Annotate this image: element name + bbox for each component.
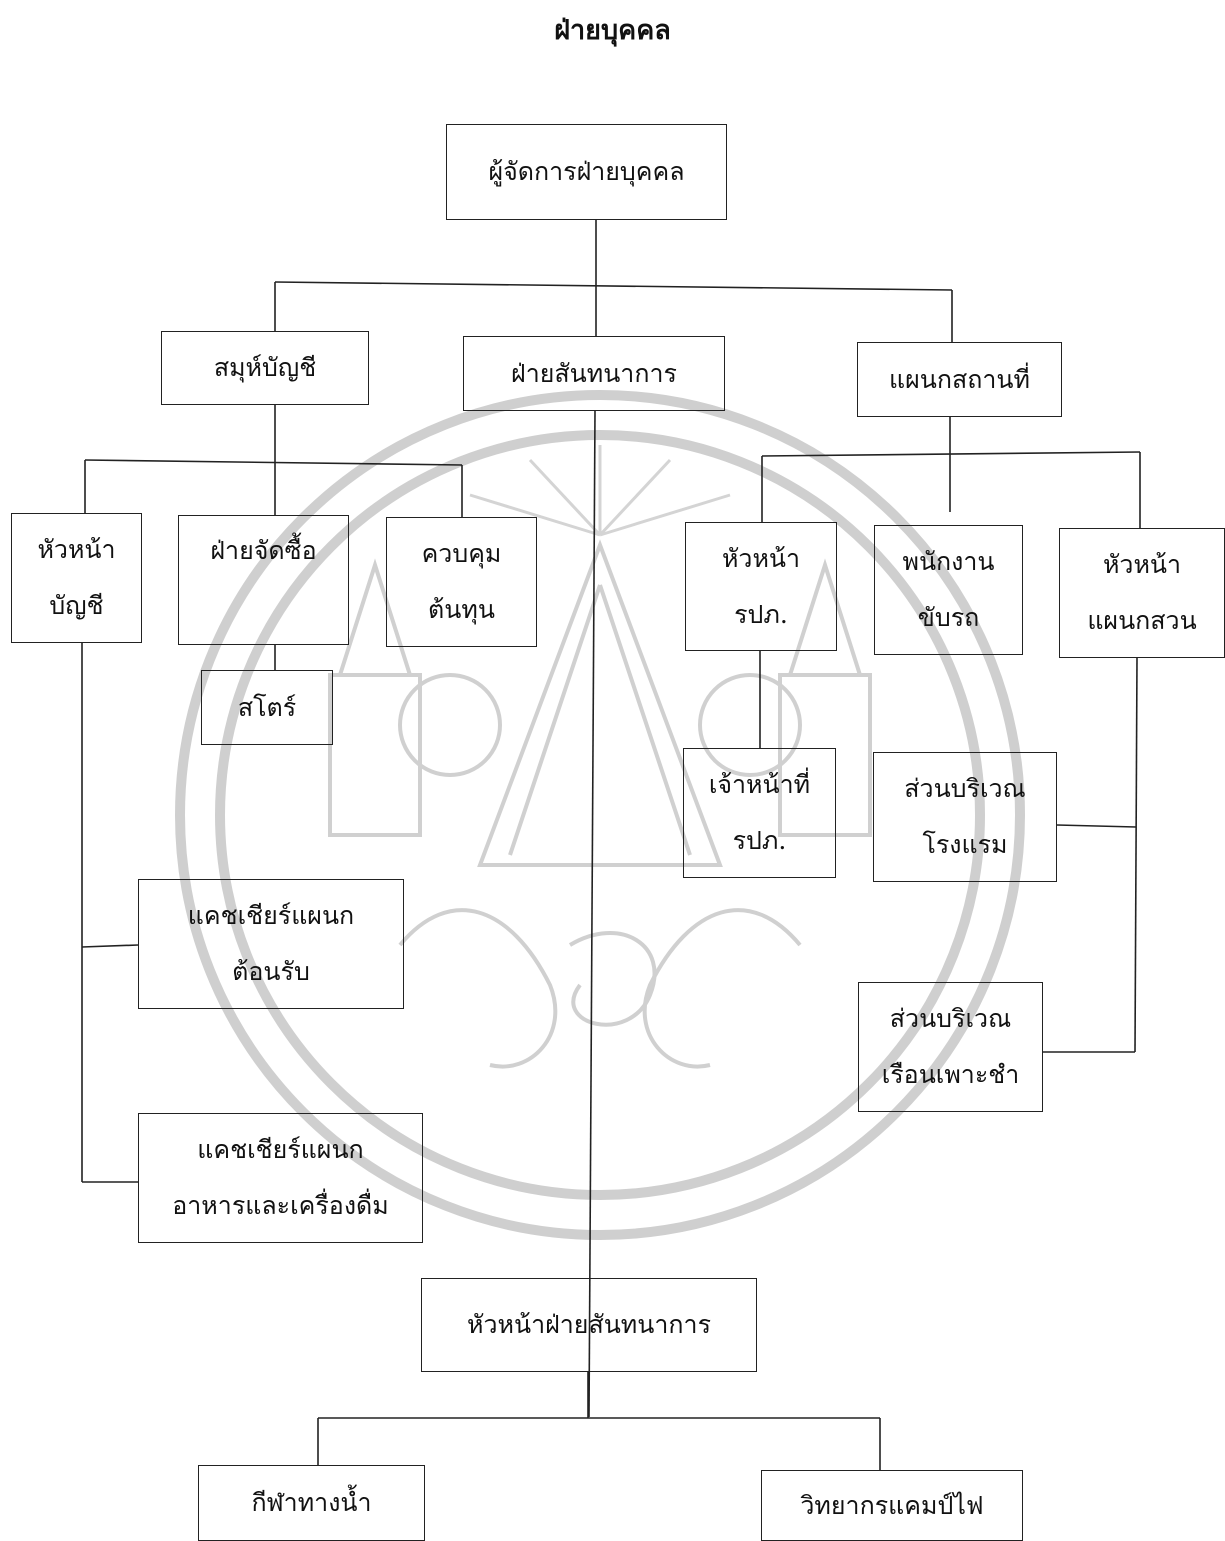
node-label: วิทยากรแคมป์ไฟ — [800, 1490, 984, 1520]
node-label-line1: เจ้าหน้าที่ — [708, 770, 811, 799]
node-label-line1: ส่วนบริเวณ — [889, 1004, 1012, 1033]
node-label-line1: ส่วนบริเวณ — [904, 774, 1026, 803]
node-campfire-instructor: วิทยากรแคมป์ไฟ — [761, 1470, 1023, 1541]
node-head-garden: หัวหน้า แผนกสวน — [1059, 528, 1225, 658]
node-store: สโตร์ — [201, 670, 333, 745]
node-personnel-manager: ผู้จัดการฝ่ายบุคคล — [446, 124, 727, 220]
node-cost-control: ควบคุม ต้นทุน — [386, 517, 537, 647]
node-water-sports: กีฬาทางน้ำ — [198, 1465, 425, 1541]
node-security-officer: เจ้าหน้าที่ รปภ. — [683, 748, 836, 878]
node-label-line1: แคชเชียร์แผนก — [187, 901, 355, 930]
node-label: กีฬาทางน้ำ — [251, 1488, 372, 1517]
node-grounds-dept: แผนกสถานที่ — [857, 342, 1062, 417]
node-nursery-grounds: ส่วนบริเวณ เรือนเพาะชำ — [858, 982, 1043, 1112]
node-head-recreation: หัวหน้าฝ่ายสันทนาการ — [421, 1278, 757, 1372]
node-recreation-dept: ฝ่ายสันทนาการ — [463, 336, 725, 411]
chart-title: ฝ่ายบุคคล — [554, 15, 671, 46]
node-purchasing: ฝ่ายจัดซื้อ — [178, 515, 349, 645]
node-label: สโตร์ — [237, 692, 297, 722]
node-label-line1: หัวหน้า — [37, 535, 116, 564]
node-label-line2: รปภ. — [734, 599, 788, 629]
node-hotel-grounds: ส่วนบริเวณ โรงแรม — [873, 752, 1057, 882]
node-label-line2: เรือนเพาะชำ — [881, 1060, 1020, 1089]
node-label-line2: อาหารและเครื่องดื่ม — [172, 1191, 389, 1220]
node-label-line1: หัวหน้า — [1102, 550, 1182, 579]
node-cashier-food-beverage: แคชเชียร์แผนก อาหารและเครื่องดื่ม — [138, 1113, 423, 1243]
node-label-line1: แคชเชียร์แผนก — [197, 1135, 364, 1164]
node-label: ฝ่ายจัดซื้อ — [210, 536, 317, 565]
node-label-line2: ต้นทุน — [428, 595, 495, 624]
node-label-line2: แผนกสวน — [1087, 606, 1197, 635]
node-label-line2: โรงแรม — [922, 830, 1008, 859]
node-label-line1: ควบคุม — [421, 539, 502, 568]
node-label-line2: ต้อนรับ — [232, 957, 310, 986]
node-label: ฝ่ายสันทนาการ — [511, 358, 677, 388]
node-label: สมุห์บัญชี — [213, 353, 317, 382]
node-label-line2: บัญชี — [49, 591, 104, 620]
node-chief-accountant: สมุห์บัญชี — [161, 331, 369, 405]
node-driver: พนักงาน ขับรถ — [874, 525, 1023, 655]
node-label-line1: พนักงาน — [902, 547, 995, 576]
node-head-accounting: หัวหน้า บัญชี — [11, 513, 142, 643]
node-head-security: หัวหน้า รปภ. — [685, 522, 837, 651]
node-label: แผนกสถานที่ — [889, 364, 1030, 394]
node-cashier-front-office: แคชเชียร์แผนก ต้อนรับ — [138, 879, 404, 1009]
node-label: ผู้จัดการฝ่ายบุคคล — [488, 157, 685, 186]
node-label-line2: รปภ. — [732, 826, 787, 855]
node-label-line2: ขับรถ — [917, 603, 980, 632]
node-label-line1: หัวหน้า — [721, 543, 801, 573]
node-label: หัวหน้าฝ่ายสันทนาการ — [466, 1310, 712, 1339]
